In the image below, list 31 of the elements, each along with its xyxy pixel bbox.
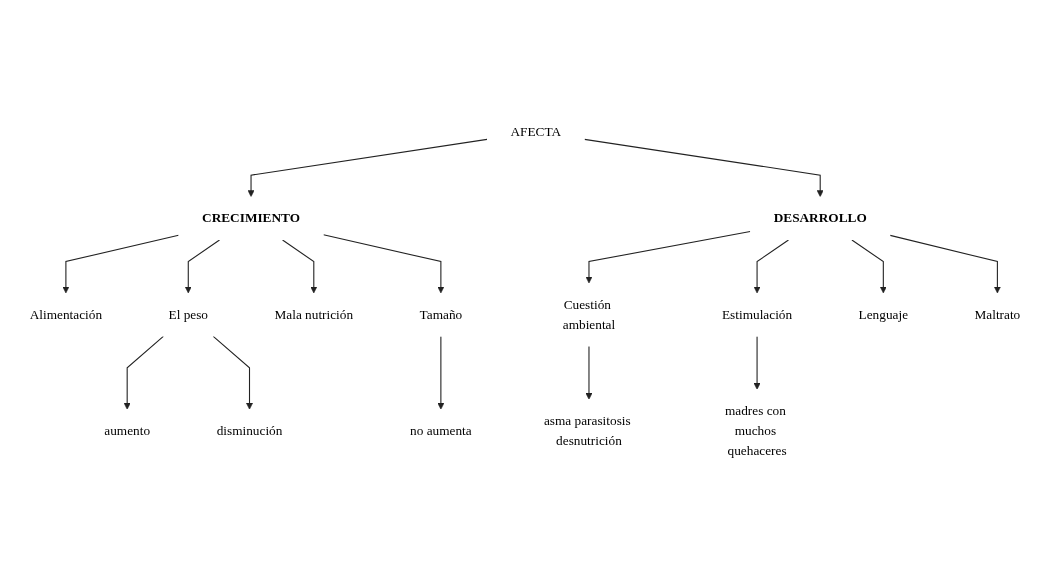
node-text: no aumenta <box>410 423 472 439</box>
arrow <box>753 239 790 294</box>
node-text: AFECTA <box>510 124 562 140</box>
arrow <box>123 335 164 410</box>
node-text: asma parasitosis desnutrición <box>543 413 631 449</box>
node-text: DESARROLLO <box>773 210 867 226</box>
node-text: madres con muchos quehaceres <box>724 403 787 459</box>
node-text: Estimulación <box>722 307 793 322</box>
arrow <box>437 335 445 410</box>
node-text: Alimentación <box>29 307 103 322</box>
arrow <box>184 239 221 294</box>
arrow <box>584 138 824 197</box>
arrow <box>889 234 1001 294</box>
arrow <box>753 335 761 390</box>
arrow <box>282 239 318 294</box>
node-text: Maltrato <box>974 307 1021 322</box>
arrow <box>585 345 593 400</box>
arrow <box>322 234 445 294</box>
node-text: El peso <box>168 307 209 322</box>
node-text: aumento <box>104 423 151 439</box>
node-text: disminución <box>216 423 283 439</box>
arrow <box>851 239 887 294</box>
node-text: Mala nutrición <box>274 307 354 322</box>
arrow <box>585 230 751 284</box>
node-text: Lenguaje <box>858 307 909 322</box>
node-text: Cuestión ambiental <box>562 297 616 332</box>
node-text: CRECIMIENTO <box>202 210 301 226</box>
arrow <box>247 138 488 197</box>
arrow <box>212 335 253 410</box>
node-text: Tamaño <box>419 307 463 322</box>
arrow <box>62 234 180 294</box>
